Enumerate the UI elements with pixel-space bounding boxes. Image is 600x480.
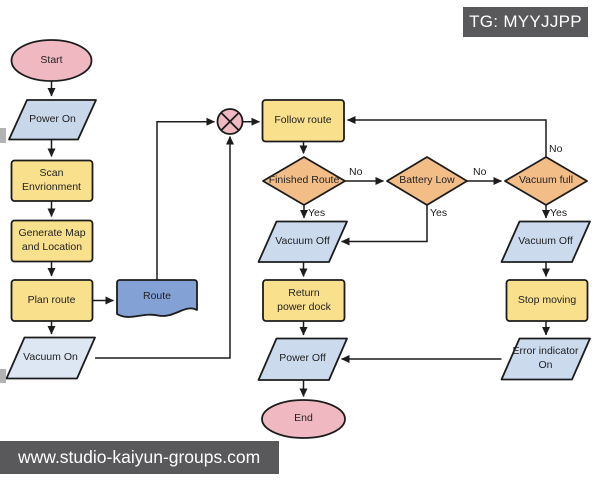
start-label: Start (40, 53, 63, 66)
node-battery-low (386, 156, 468, 206)
node-finished-route (262, 156, 346, 206)
flowchart-edges (47, 81, 550, 397)
node-vacuum-full (504, 156, 588, 206)
error-indicator-label: Error indicator On (512, 344, 579, 371)
left-edge-artifact-top (0, 128, 6, 143)
scan-environment-label: Scan Envrionment (22, 166, 81, 193)
tg-watermark: TG: MYYJJPP (463, 7, 588, 37)
edge-battery-vacuumoff (341, 205, 428, 246)
finished-route-label: Finished Route (268, 174, 340, 187)
vacuum-full-label: Vacuum full (518, 174, 574, 187)
power-off-label: Power Off (279, 352, 326, 365)
node-vacuum-on (5, 336, 96, 380)
left-edge-artifact-bottom (0, 369, 6, 383)
website-watermark: www.studio-kaiyun-groups.com (0, 441, 279, 474)
return-power-dock-label: Return power dock (277, 286, 331, 313)
node-plan-route (10, 279, 94, 322)
power-on-label: Power On (29, 112, 76, 125)
follow-route-label: Follow route (274, 114, 332, 127)
vacuum-on-label: Vacuum On (23, 350, 78, 363)
edge-vacuumon-connector (95, 136, 234, 359)
stop-moving-label: Stop moving (517, 293, 577, 306)
finished-yes-label: Yes (308, 207, 326, 219)
node-error-indicator (500, 337, 591, 381)
route-label: Route (142, 289, 172, 302)
vacuum-yes-label: Yes (550, 207, 568, 219)
generate-map-label: Generate Map and Location (18, 226, 86, 253)
edge-vacuumfull-follow (347, 116, 547, 157)
node-follow-route (261, 99, 345, 143)
connector-cross-line2 (220, 112, 240, 131)
node-end (261, 399, 346, 439)
edge-route-connector (156, 117, 215, 280)
vacuum-off-left-label: Vacuum Off (275, 234, 330, 247)
node-vacuum-off-left (257, 220, 348, 263)
node-power-off (257, 337, 348, 381)
finished-no-label: No (349, 166, 363, 178)
plan-route-label: Plan route (27, 293, 76, 306)
node-power-on (8, 99, 97, 141)
end-label: End (294, 412, 313, 425)
battery-low-label: Battery Low (399, 174, 455, 187)
node-stop-moving (505, 279, 589, 322)
vacuum-off-right-label: Vacuum Off (518, 234, 573, 247)
node-start (10, 39, 93, 82)
node-vacuum-off-right (500, 220, 591, 263)
vacuum-no-label: No (549, 143, 563, 155)
flowchart-nodes (5, 39, 591, 439)
battery-yes-label: Yes (430, 207, 448, 219)
node-scan-environment (10, 159, 94, 202)
node-generate-map (10, 219, 94, 263)
battery-no-label: No (473, 166, 487, 178)
node-route-document (116, 279, 198, 318)
node-return-power-dock (262, 279, 346, 322)
